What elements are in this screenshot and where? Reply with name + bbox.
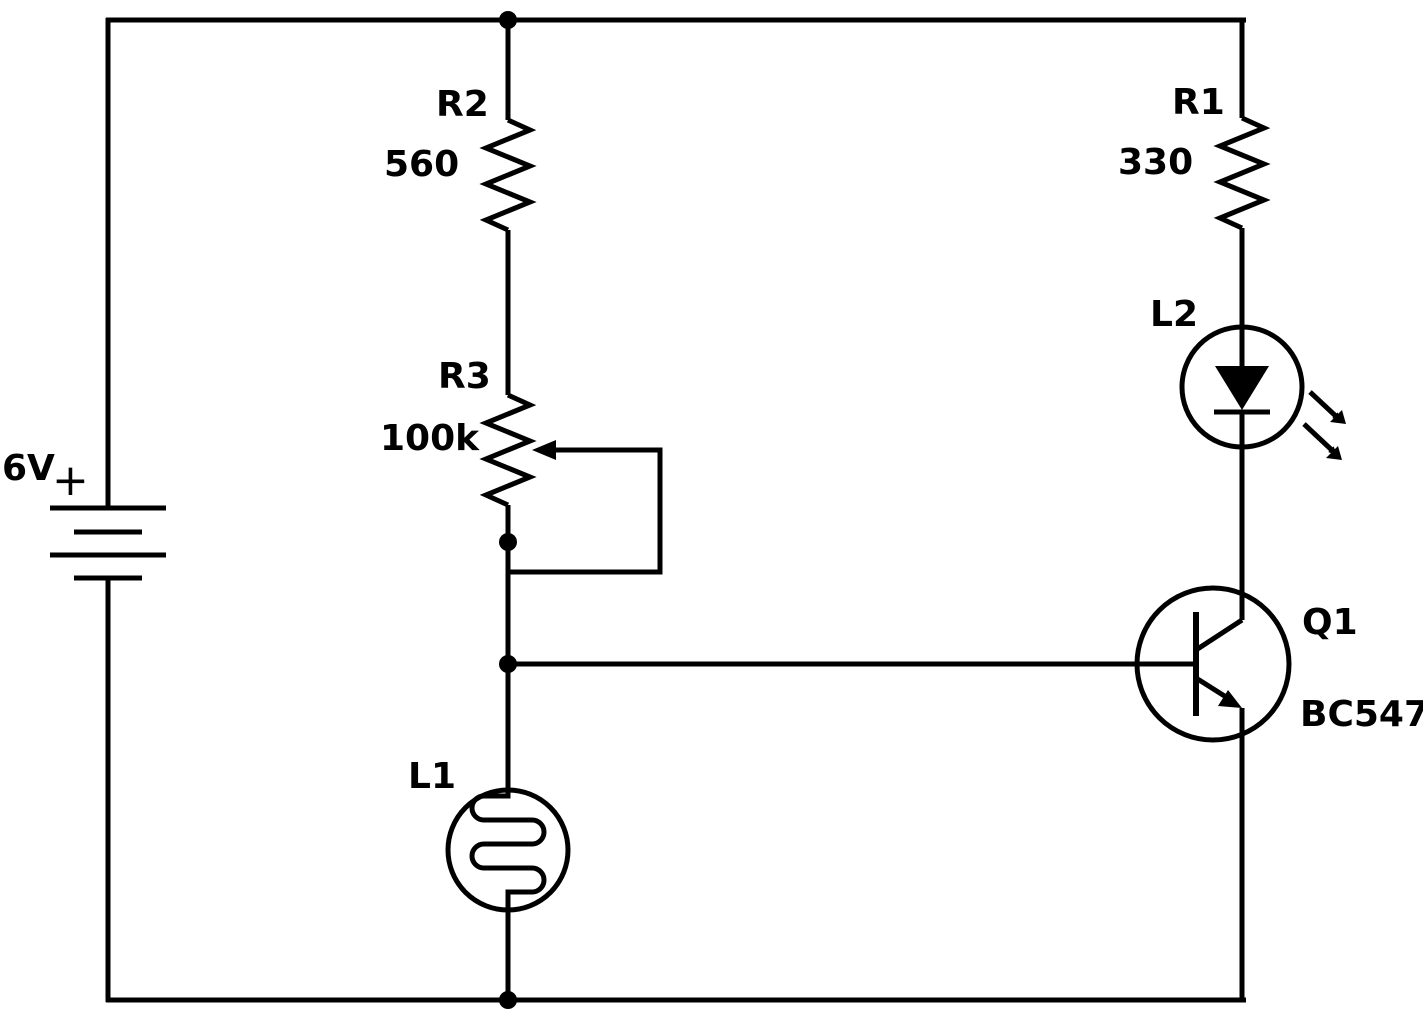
r1-ref-label: R1 [1172,82,1225,123]
l1-ldr-serpentine [469,790,547,910]
junction-base-node [499,655,517,673]
l2-light-arrowhead-2 [1326,446,1342,460]
battery-voltage-label: 6V [2,448,55,489]
junction-top [499,11,517,29]
r1-resistor [1213,115,1271,231]
r2-ref-label: R2 [436,84,489,125]
l2-led-triangle [1215,366,1269,410]
r3-ref-label: R3 [438,356,491,397]
r3-resistor [479,392,537,508]
r3-wiper-arrowhead [532,440,556,460]
battery-symbol [50,505,166,581]
q1-transistor-circle [1134,585,1292,743]
q1-collector [1194,617,1244,653]
r1-value-label: 330 [1118,142,1193,183]
battery-plus-label: + [52,455,89,506]
l2-ref-label: L2 [1150,294,1198,335]
q1-emitter-arrowhead [1218,690,1242,708]
q1-ref-label: Q1 [1302,602,1358,643]
r2-value-label: 560 [384,144,459,185]
q1-value-label: BC547 [1300,694,1423,735]
r2-resistor [479,117,537,233]
l2-light-arrowhead-1 [1330,410,1346,424]
l2-light-arrow-1 [1308,390,1342,422]
l2-light-arrow-2 [1302,422,1338,456]
junction-bottom [499,991,517,1009]
r3-wiper-loop [508,447,663,575]
r3-value-label: 100k [380,418,480,459]
junction-r3-wiper [499,533,517,551]
l1-ref-label: L1 [408,756,456,797]
